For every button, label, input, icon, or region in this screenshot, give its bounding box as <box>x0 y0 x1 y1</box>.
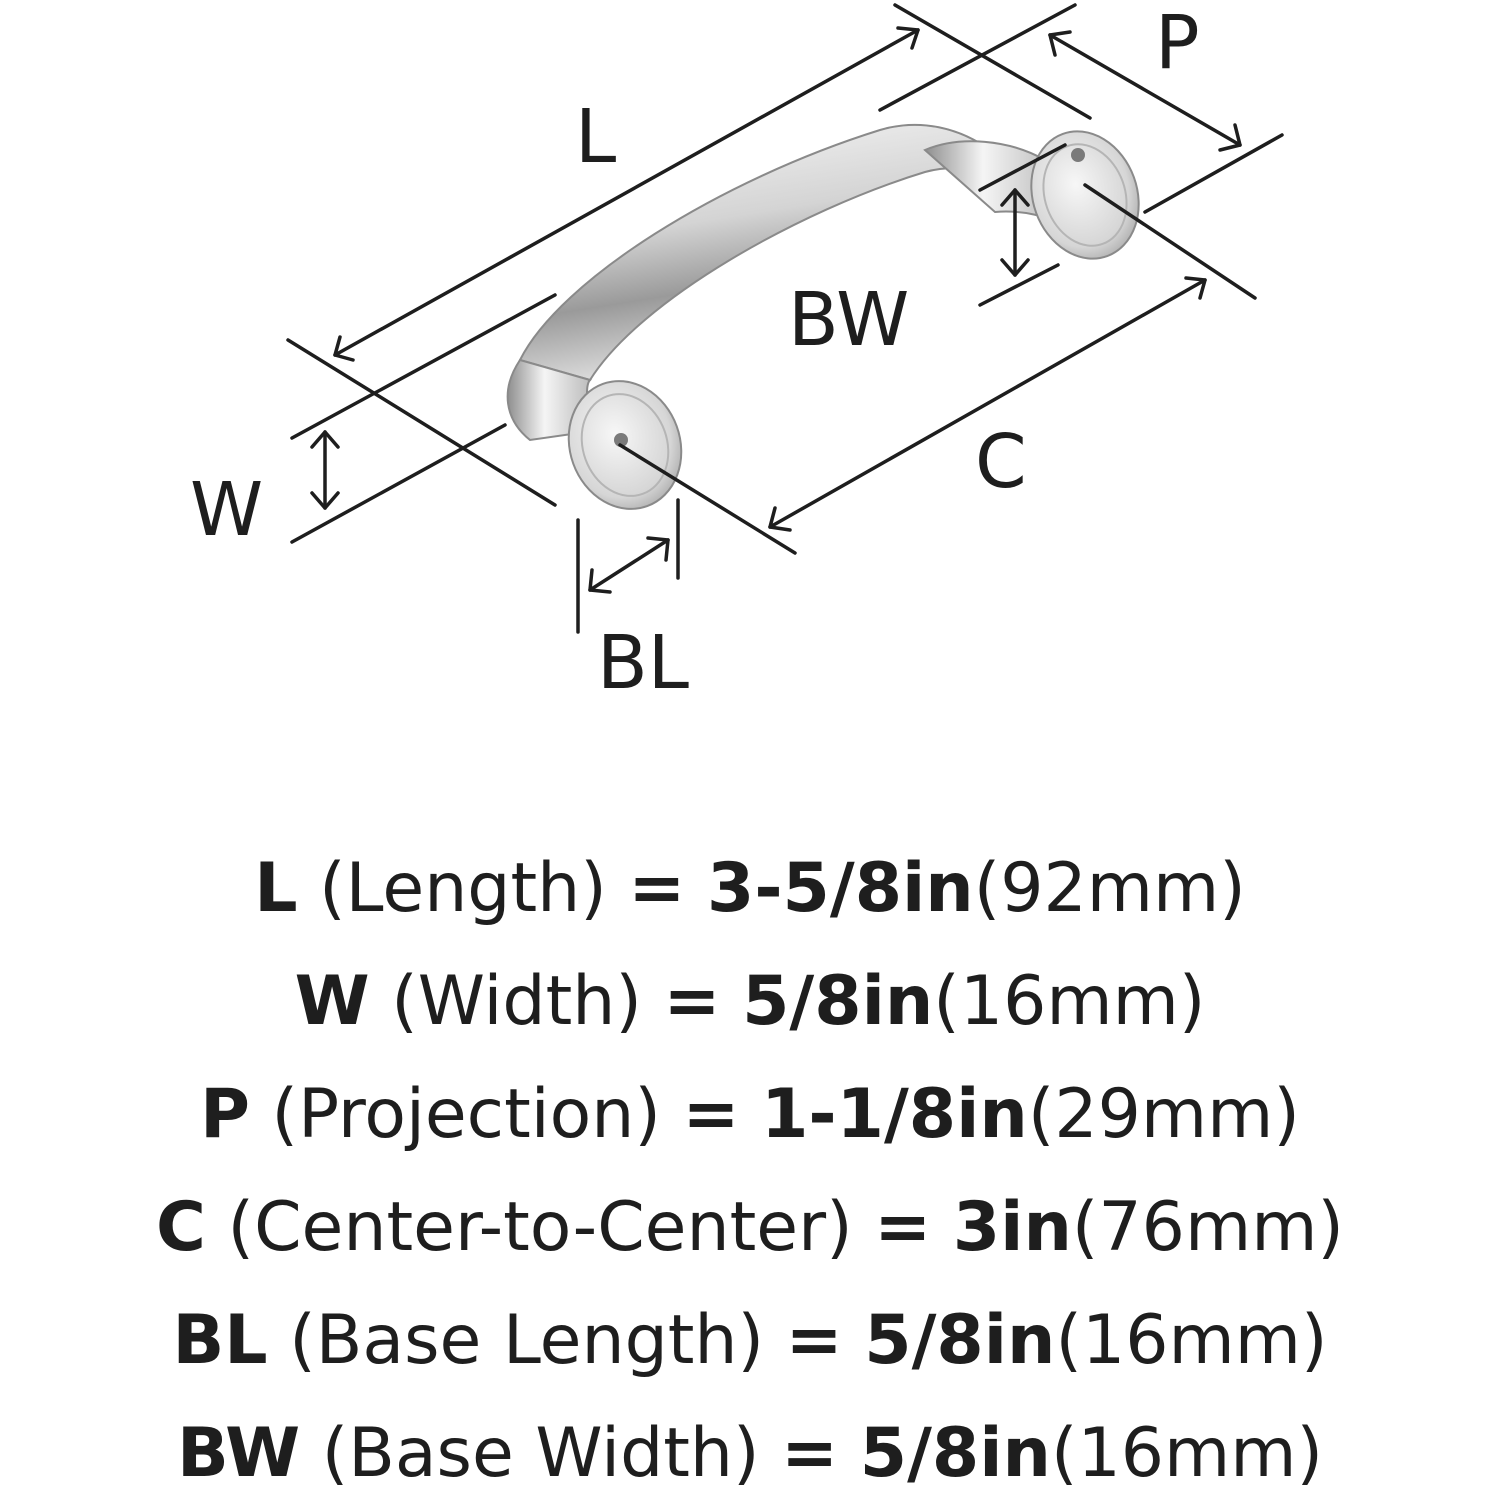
spec-equals: = <box>785 1301 843 1380</box>
dim-label-C: C <box>975 419 1027 505</box>
dim-label-P: P <box>1155 0 1200 86</box>
spec-row-center-to-center: C (Center-to-Center) = 3in(76mm) <box>0 1171 1500 1284</box>
spec-metric: (16mm) <box>1055 1301 1328 1380</box>
spec-equals: = <box>663 962 721 1041</box>
dim-label-BW: BW <box>788 277 909 363</box>
spec-row-length: L (Length) = 3-5/8in(92mm) <box>0 832 1500 945</box>
spec-imperial: 5/8in <box>859 1414 1051 1493</box>
spec-metric: (16mm) <box>1050 1414 1324 1493</box>
spec-name: (Width) <box>391 962 642 1041</box>
spec-imperial: 5/8in <box>742 962 934 1041</box>
spec-row-base-length: BL (Base Length) = 5/8in(16mm) <box>0 1284 1500 1397</box>
spec-imperial: 1-1/8in <box>761 1075 1028 1154</box>
spec-row-projection: P (Projection) = 1-1/8in(29mm) <box>0 1058 1500 1171</box>
spec-code: BW <box>176 1414 301 1493</box>
spec-metric: (92mm) <box>973 849 1246 928</box>
spec-name: (Projection) <box>271 1075 661 1154</box>
specification-list: L (Length) = 3-5/8in(92mm) W (Width) = 5… <box>0 832 1500 1510</box>
dim-label-BL: BL <box>597 620 689 706</box>
spec-name: (Base Width) <box>321 1414 760 1493</box>
dim-label-W: W <box>190 467 263 553</box>
spec-imperial: 3in <box>952 1188 1072 1267</box>
spec-code: C <box>156 1188 206 1267</box>
dimension-diagram: L P BW W C BL <box>190 0 1284 706</box>
spec-metric: (16mm) <box>933 962 1206 1041</box>
spec-name: (Length) <box>319 849 607 928</box>
spec-equals: = <box>874 1188 932 1267</box>
spec-imperial: 5/8in <box>864 1301 1056 1380</box>
dimension-lines <box>286 3 1284 634</box>
spec-metric: (76mm) <box>1071 1188 1344 1267</box>
spec-imperial: 3-5/8in <box>707 849 974 928</box>
spec-name: (Center-to-Center) <box>227 1188 853 1267</box>
spec-equals: = <box>682 1075 740 1154</box>
spec-equals: = <box>628 849 686 928</box>
spec-equals: = <box>781 1414 839 1493</box>
spec-row-base-width: BW (Base Width) = 5/8in(16mm) <box>0 1397 1500 1510</box>
spec-row-width: W (Width) = 5/8in(16mm) <box>0 945 1500 1058</box>
spec-code: L <box>254 849 298 928</box>
spec-code: W <box>294 962 370 1041</box>
dim-label-L: L <box>575 94 616 180</box>
spec-metric: (29mm) <box>1027 1075 1300 1154</box>
spec-name: (Base Length) <box>289 1301 765 1380</box>
spec-code: P <box>200 1075 250 1154</box>
spec-code: BL <box>172 1301 268 1380</box>
